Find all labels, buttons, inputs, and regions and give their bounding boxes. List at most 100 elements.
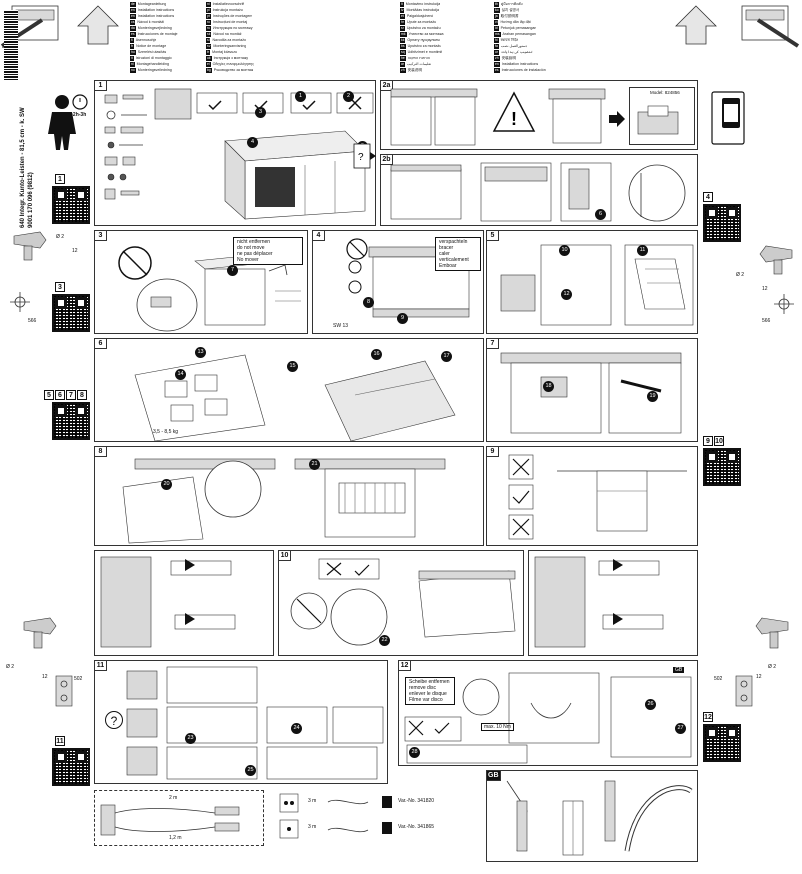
warning-icon: !: [492, 91, 536, 132]
step-marker: 25: [245, 765, 256, 776]
step-marker: 14: [175, 369, 186, 380]
qr-label-group: 9 10: [703, 436, 727, 446]
qr-label: 11: [55, 736, 65, 746]
step-panel-1: 1: [94, 80, 376, 226]
part-number-b: Var.-No. 341865: [398, 824, 435, 830]
up-arrow-icon: [675, 5, 717, 45]
step-marker: 24: [291, 723, 302, 734]
step-panel-2a: 2a ! Model: 824856: [380, 80, 698, 150]
qr-code: [52, 402, 90, 440]
step-panel-4: 4 verspachteln bracer caler verticalemen…: [312, 230, 484, 334]
accessories-panel: 2 m 1,2 m: [94, 790, 264, 846]
torque-label: max. 10 Nm: [481, 723, 514, 731]
door-illustration: [122, 458, 276, 544]
header-right-icons: [672, 0, 802, 48]
step-marker: 19: [647, 391, 658, 402]
qr-label: 4: [703, 192, 713, 202]
part-number: 9001 170 096 (9812): [28, 172, 34, 228]
step-marker: 4: [247, 137, 258, 148]
step-marker: 23: [185, 733, 196, 744]
callout-box: verspachteln bracer caler verticalement …: [435, 237, 481, 271]
step-panel-9: 9: [486, 446, 698, 546]
svg-text:!: !: [511, 109, 517, 129]
up-arrow-icon: [77, 5, 119, 45]
step-marker: 3: [255, 107, 266, 118]
cabinet-illustration: [205, 121, 375, 221]
step-marker: 22: [379, 635, 390, 646]
arrow-right-icon: [609, 111, 625, 127]
qr-code: [52, 186, 90, 224]
qr-code: [703, 724, 741, 762]
qr-label: 1: [55, 174, 65, 184]
qr-label-group: 5 6 7 8: [44, 390, 94, 400]
step-marker: 7: [227, 265, 238, 276]
cabinet-front-icon: [390, 88, 478, 146]
step-marker: 18: [543, 381, 554, 392]
svg-text:?: ?: [358, 152, 364, 163]
step-panel-8: 8 20 21: [94, 446, 484, 546]
qr-code: [703, 204, 741, 242]
accessory-items: 3 m 3 m Var.-No. 341820 Var.-No. 341865: [278, 790, 478, 846]
level-icon: [348, 260, 362, 294]
pencil-diagram-icon: [741, 5, 800, 48]
step-panel-10: 10 22: [278, 550, 524, 656]
qr-code: [52, 294, 90, 332]
appliance-icon: [548, 88, 606, 144]
weight-label: 3,5 - 8,5 kg: [153, 429, 179, 435]
drill-diagram-left-2: Ø 2 12 502: [0, 612, 95, 712]
length-label: 3 m: [308, 824, 317, 830]
detail-circle: [136, 278, 198, 332]
step-marker: 27: [675, 723, 686, 734]
question-bubble: ?: [105, 711, 123, 729]
step-marker: 17: [441, 351, 452, 362]
info-icon: ?: [352, 142, 376, 172]
callout-box: Scheibe entfernen remove disc enlever le…: [405, 677, 455, 705]
barcode: [4, 10, 18, 80]
step-panel-6: 6 3,5 - 8,5 kg 13 14 15 16 17: [94, 338, 484, 442]
panel-illustration-left: [134, 354, 266, 442]
cabinet-illustration: [500, 244, 694, 326]
step-marker: 10: [559, 245, 570, 256]
crosshair-icon: [10, 292, 30, 312]
qr-code: [703, 448, 741, 486]
front-diagram: [557, 470, 687, 532]
header-left-icons: [0, 0, 130, 48]
step-marker: 26: [645, 699, 656, 710]
qr-label: 3: [55, 282, 65, 292]
time-estimate: ~2h-3h: [70, 112, 87, 118]
step-marker: 6: [595, 209, 606, 220]
length-label: 3 m: [308, 798, 317, 804]
step-marker: 28: [409, 747, 420, 758]
basket-illustration: [294, 458, 446, 538]
callout-box: nicht entfernen do not move ne pas dépla…: [233, 237, 303, 265]
length-label: 2 m: [169, 795, 178, 801]
qr-label: 12: [703, 712, 713, 722]
crosshair-icon: [774, 294, 794, 314]
step-marker: 16: [371, 349, 382, 360]
step-marker: 12: [561, 289, 572, 300]
step-panel-3: 3 nicht entfernen do not move ne pas dép…: [94, 230, 308, 334]
step-marker: 8: [363, 297, 374, 308]
step-panel-12: 12 Scheibe entfernen remove disc enlever…: [398, 660, 698, 766]
step-marker: 9: [397, 313, 408, 324]
installer-figure: ~2h-3h: [40, 92, 90, 152]
gb-badge: GB: [673, 667, 685, 673]
parts-list: [103, 91, 153, 211]
bracket-icon: [735, 675, 753, 707]
cabinet-illustration: [500, 352, 682, 434]
no-symbol-icon: [346, 238, 368, 260]
step-marker: 13: [195, 347, 206, 358]
step-panel-7: 7 18 19: [486, 338, 698, 442]
